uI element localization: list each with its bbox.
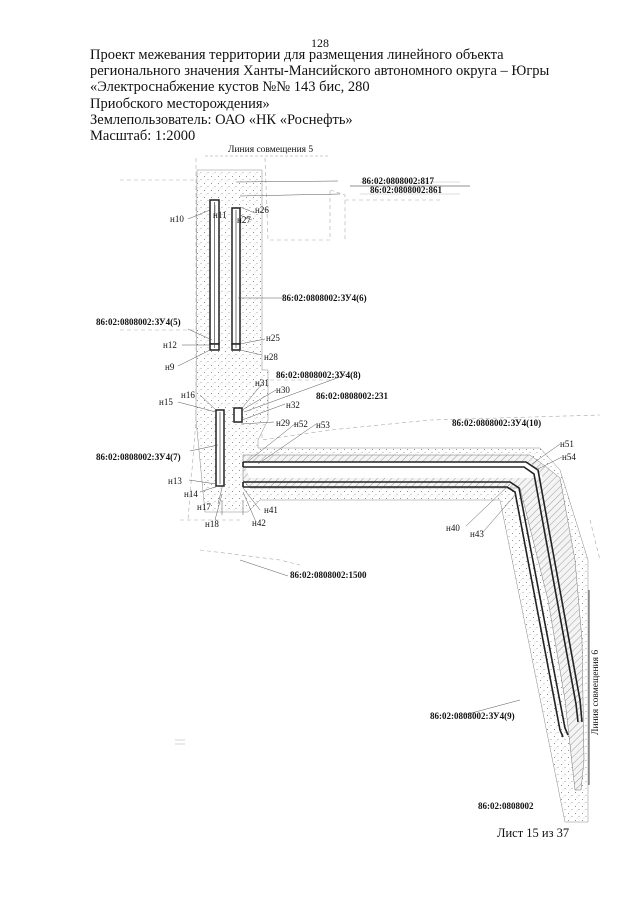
- point-n10: н10: [170, 214, 184, 224]
- match-line-top-label: Линия совмещения 5: [228, 145, 313, 155]
- cadastral-zu4-8: 86:02:0808002:ЗУ4(8): [276, 370, 361, 380]
- header-line-1: Проект межевания территории для размещен…: [90, 47, 504, 63]
- point-n43: н43: [470, 529, 484, 539]
- cadastral-zu4-7: 86:02:0808002:ЗУ4(7): [96, 452, 181, 462]
- point-n15: н15: [159, 397, 173, 407]
- point-n11: н11: [213, 210, 226, 220]
- point-n28: н28: [264, 352, 278, 362]
- cadastral-861: 86:02:0808002:861: [370, 185, 442, 195]
- cadastral-817: 86:02:0808002:817: [362, 176, 434, 186]
- point-n31: н31: [255, 378, 269, 388]
- header-line-6: Масштаб: 1:2000: [90, 128, 196, 145]
- road-corridor: [195, 169, 589, 823]
- strip-zu4-8: [233, 407, 243, 423]
- leader-lines: [177, 180, 563, 716]
- background-lines: [175, 181, 460, 745]
- point-n9: н9: [165, 362, 175, 372]
- point-n30: н30: [276, 385, 290, 395]
- document-header: Проект межевания территории для размещен…: [90, 47, 610, 144]
- point-n51: н51: [560, 439, 574, 449]
- point-n40: н40: [446, 523, 460, 533]
- strip-zu4-9-lower: [243, 486, 564, 738]
- strip-zu4-9-upper: [243, 481, 569, 736]
- embankment-hatch: [242, 454, 585, 791]
- strip-centerlines: [214, 202, 237, 484]
- point-n42: н42: [252, 518, 266, 528]
- cadastral-zu4-10: 86:02:0808002:ЗУ4(10): [452, 418, 541, 428]
- cadastral-231: 86:02:0808002:231: [316, 391, 388, 401]
- header-line-3: «Электроснабжение кустов №№ 143 бис, 280: [90, 79, 370, 96]
- cadastral-1500: 86:02:0808002:1500: [290, 570, 367, 580]
- point-n41: н41: [264, 505, 278, 515]
- point-n52: н52: [294, 419, 308, 429]
- point-n13: н13: [168, 476, 182, 486]
- page-number: 128: [311, 36, 329, 50]
- strip-zu4-10-lower: [243, 466, 579, 723]
- point-n25: н25: [266, 333, 280, 343]
- cadastral-block: 86:02:0808002: [478, 801, 534, 811]
- allotment-road-strips: [242, 461, 583, 738]
- point-n54: н54: [562, 452, 576, 462]
- header-line-4: Приобского месторождения»: [90, 95, 270, 112]
- point-n18: н18: [205, 519, 219, 529]
- point-n29: н29: [276, 418, 290, 428]
- point-n32: н32: [286, 400, 300, 410]
- cadastral-zu4-9: 86:02:0808002:ЗУ4(9): [430, 711, 515, 721]
- point-n16: н16: [181, 390, 195, 400]
- cadastral-zu4-5: 86:02:0808002:ЗУ4(5): [96, 317, 181, 327]
- match-line-right-label: Линия совмещения 6: [591, 650, 601, 735]
- point-n27: н27: [237, 215, 251, 225]
- embankment-gap: [243, 462, 543, 478]
- point-n17: н17: [197, 502, 211, 512]
- header-line-2: регионального значения Ханты-Мансийского…: [90, 63, 550, 80]
- point-n14: н14: [184, 489, 198, 499]
- point-n53: н53: [316, 420, 330, 430]
- sheet-number: Лист 15 из 37: [497, 826, 570, 840]
- strip-zu4-10-upper: [243, 461, 583, 723]
- cadastral-zu4-6: 86:02:0808002:ЗУ4(6): [282, 293, 367, 303]
- point-n12: н12: [163, 340, 177, 350]
- header-line-5: Землепользователь: ОАО «НК «Роснефть»: [90, 111, 353, 128]
- point-n26: н26: [255, 205, 269, 215]
